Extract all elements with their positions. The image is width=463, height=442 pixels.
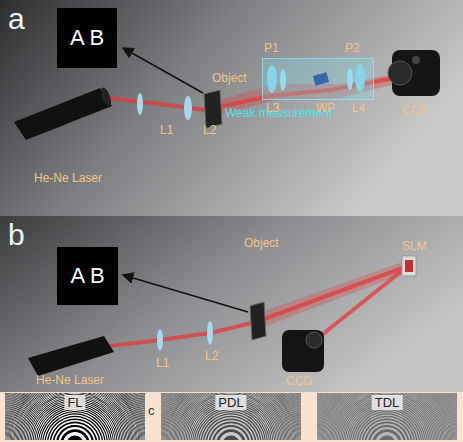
part-label: WP	[316, 102, 335, 115]
lens	[137, 93, 143, 115]
laser-beam	[256, 260, 408, 330]
camera-knob	[412, 56, 420, 64]
camera-lens	[306, 332, 322, 348]
part-label: Object	[244, 237, 279, 250]
node-text: PDL	[215, 395, 246, 410]
panel-ground	[0, 0, 463, 216]
part-label: He-Ne Laser	[34, 172, 102, 185]
part-label: CCD	[402, 104, 428, 117]
node-text: TDL	[372, 395, 403, 410]
slm-panel	[405, 260, 413, 272]
camera-lens	[388, 61, 412, 85]
object-plate	[250, 302, 266, 340]
part-label: Object	[212, 72, 247, 85]
node-text: A B	[70, 263, 104, 289]
slm	[402, 256, 416, 276]
part-label: SLM	[402, 240, 427, 253]
lens	[207, 321, 213, 345]
part-label: L2	[203, 124, 216, 137]
part-label: P1	[264, 42, 279, 55]
laser-body	[28, 336, 114, 376]
panel-ground	[0, 216, 463, 392]
image-inset: A B	[57, 8, 117, 68]
laser-body	[14, 88, 112, 140]
measurement-region: Weak measurement	[262, 58, 374, 100]
lens	[157, 329, 163, 351]
part-label: CCD	[286, 375, 312, 388]
image-inset: A B	[57, 247, 118, 305]
leader-arrow	[123, 48, 203, 93]
laser-aperture	[99, 86, 113, 108]
lens-pattern: FL	[5, 393, 145, 440]
part-label: L1	[160, 124, 173, 137]
part-label: P2	[345, 42, 360, 55]
leader-arrow	[123, 275, 248, 312]
lens-pattern: PDL	[161, 393, 301, 440]
part-label: L1	[156, 357, 169, 370]
part-label: He-Ne Laser	[36, 374, 104, 387]
object-plate	[204, 90, 222, 128]
ccd-camera	[282, 330, 324, 372]
lens-pattern: TDL	[317, 393, 457, 440]
panel-letter: b	[8, 218, 25, 251]
node-text: FL	[64, 395, 85, 410]
part-label: L4	[352, 102, 365, 115]
part-label: L2	[205, 350, 218, 363]
node-text: A B	[70, 25, 104, 51]
panel-letter: c	[148, 404, 155, 418]
lens	[184, 96, 192, 120]
part-label: L3	[266, 102, 279, 115]
panel-letter: a	[8, 2, 25, 35]
